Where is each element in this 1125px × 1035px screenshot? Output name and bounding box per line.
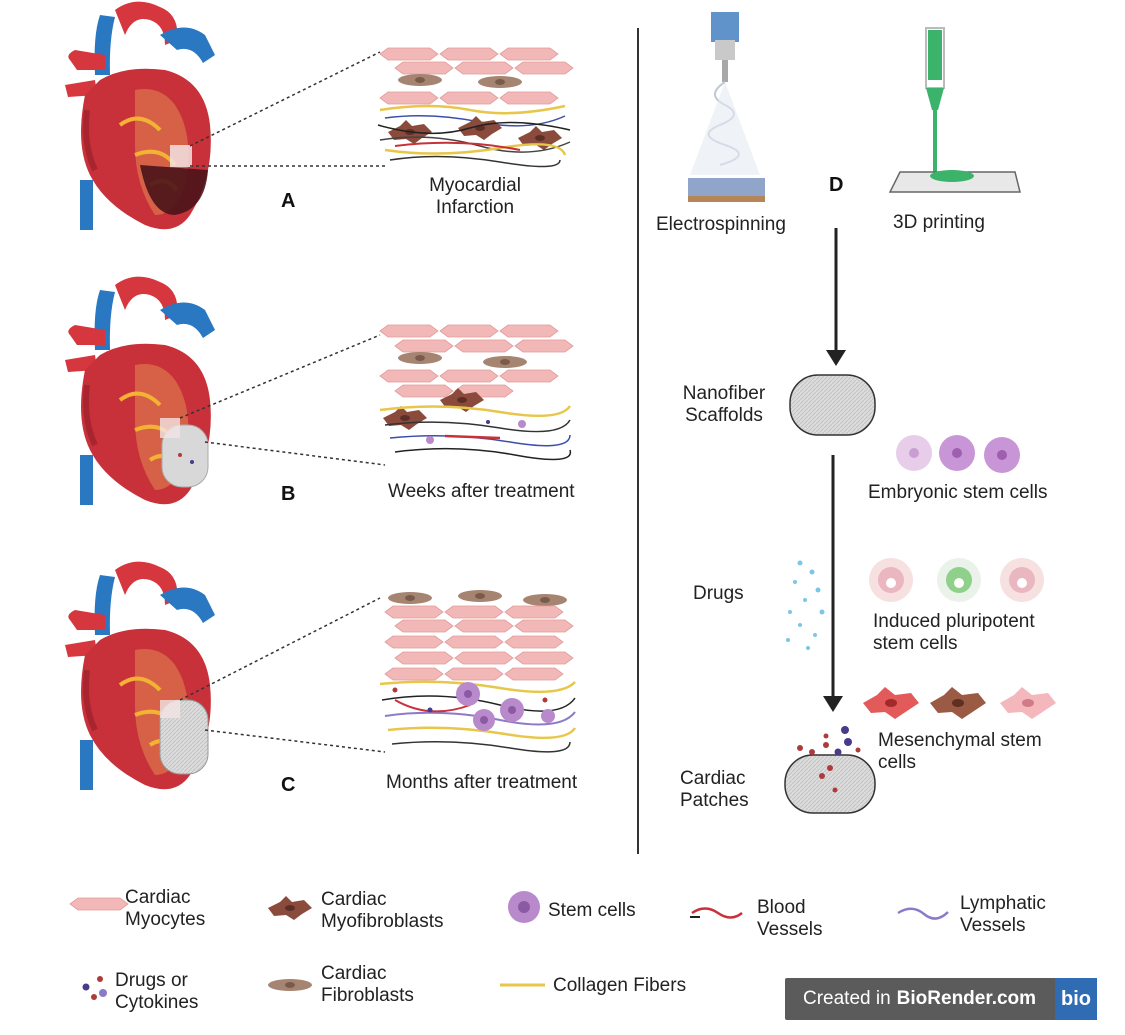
- biorender-badge[interactable]: Created in BioRender.com bio: [785, 978, 1097, 1020]
- panel-divider: [637, 28, 639, 854]
- label-3d-printing: 3D printing: [893, 212, 985, 233]
- caption-weeks: Weeks after treatment: [388, 481, 575, 502]
- panel-letter-c: C: [281, 774, 296, 796]
- label-embryonic: Embryonic stem cells: [868, 482, 1048, 503]
- label-nanofiber-scaffolds: Nanofiber Scaffolds: [682, 383, 766, 426]
- caption-months: Months after treatment: [386, 772, 578, 793]
- legend-myocytes: Cardiac Myocytes: [125, 887, 206, 930]
- legend-drugs: Drugs or Cytokines: [115, 970, 199, 1013]
- legend-fibroblasts: Cardiac Fibroblasts: [321, 963, 414, 1006]
- label-mesenchymal: Mesenchymal stem cells: [878, 730, 1042, 773]
- panel-letter-d: D: [829, 174, 844, 196]
- badge-prefix: Created in: [803, 988, 891, 1009]
- label-cardiac-patches: Cardiac Patches: [680, 768, 749, 811]
- electrospinning-illustration: [688, 12, 765, 202]
- legend-myofibroblasts: Cardiac Myofibroblasts: [321, 889, 444, 932]
- caption-myocardial-infarction: Myocardial Infarction: [429, 175, 521, 218]
- biorender-logo-icon: bio: [1055, 978, 1097, 1020]
- label-electrospinning: Electrospinning: [656, 214, 786, 235]
- legend-blood-vessels: Blood Vessels: [757, 897, 823, 940]
- badge-brand: BioRender.com: [896, 988, 1037, 1009]
- legend-stem-cells: Stem cells: [548, 900, 636, 921]
- legend-collagen: Collagen Fibers: [553, 975, 687, 996]
- panel-letter-a: A: [281, 190, 296, 212]
- legend-lymphatic: Lymphatic Vessels: [960, 893, 1046, 936]
- legend-myofibroblast-icon: [268, 896, 312, 920]
- legend-fibroblast-icon: [268, 979, 312, 991]
- tissue-b: [379, 324, 574, 461]
- patch-shape: [784, 754, 876, 814]
- tissue-a: [377, 47, 574, 168]
- legend-myocyte-icon: [69, 897, 129, 911]
- label-ipsc: Induced pluripotent stem cells: [873, 611, 1035, 654]
- tissue-c: [379, 590, 577, 753]
- label-drugs: Drugs: [693, 583, 744, 604]
- scaffold-shape: [789, 374, 876, 436]
- 3d-printing-illustration: [888, 27, 1021, 193]
- panel-letter-b: B: [281, 483, 296, 505]
